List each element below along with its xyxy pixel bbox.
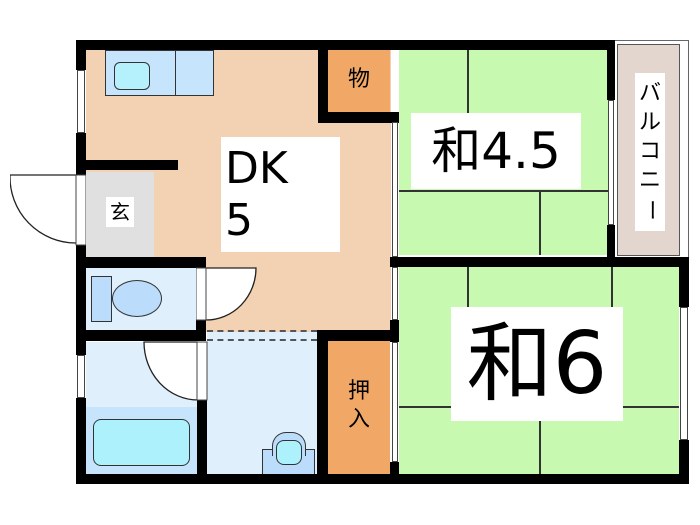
tatami-line	[467, 48, 469, 118]
oshiire-label: 押 入	[330, 372, 388, 440]
kitchen-counter-divider	[175, 50, 176, 96]
wall-outer-left	[76, 40, 86, 70]
entrance-door-swing-icon[interactable]	[10, 173, 86, 248]
wall-outer-top	[76, 40, 613, 50]
oshiire-label-line1: 押	[347, 379, 370, 404]
toilet-bowl-icon	[112, 280, 162, 317]
wall-oshiire	[317, 330, 328, 484]
wall-between-washitsu	[390, 257, 689, 267]
wall-balcony	[607, 225, 615, 265]
wall-toilet	[76, 257, 206, 268]
window-kitchen[interactable]	[77, 70, 85, 133]
toilet-tank-icon	[91, 276, 112, 322]
wall-outer-bottom	[76, 474, 689, 484]
sink-icon	[114, 62, 150, 90]
wall-dk-washitsu	[390, 40, 399, 50]
storage-label: 物	[347, 67, 370, 92]
dk-label: DK 5	[221, 137, 340, 252]
wall-toilet	[196, 320, 206, 340]
balcony-label: バ ル コ ニ ー	[635, 73, 665, 231]
window-washitsu-6[interactable]	[680, 307, 688, 440]
washitsu-6-label: 和6	[451, 307, 623, 421]
dk-label-line2: 5	[225, 194, 253, 246]
tatami-line	[611, 267, 613, 312]
wall-genkan	[76, 160, 178, 170]
wall-oshiire	[317, 330, 399, 341]
wall-outer-left	[76, 398, 86, 483]
tatami-line	[467, 267, 469, 312]
tatami-line	[539, 406, 541, 474]
wall-balcony	[607, 40, 615, 100]
tatami-line	[539, 190, 541, 255]
dk-label-line1: DK	[225, 142, 288, 194]
wall-dk-washitsu	[390, 462, 399, 482]
room-storage	[328, 48, 390, 112]
window-bathroom[interactable]	[77, 355, 85, 398]
bathroom-door-swing-icon[interactable]	[142, 340, 208, 402]
oshiire-label-line2: 入	[347, 407, 370, 432]
floor-step-line	[207, 339, 317, 341]
sliding-door-dk-washitsu-6[interactable]	[392, 267, 398, 320]
wall-outer-left	[76, 245, 86, 355]
wall-outer-right	[679, 440, 689, 484]
balcony-char: ー	[638, 199, 663, 222]
balcony-char: コ	[638, 138, 661, 164]
washitsu-4-5-label: 和4.5	[411, 113, 581, 189]
sliding-door-dk-washitsu-4-5[interactable]	[392, 122, 398, 257]
room-oshiire	[328, 340, 390, 474]
balcony-char: ル	[638, 109, 661, 135]
sliding-door-oshiire[interactable]	[392, 342, 398, 462]
window-balcony-sash[interactable]	[608, 100, 614, 225]
wall-bathroom	[197, 400, 207, 484]
floor-step-line	[207, 330, 317, 332]
washbasin-bowl-icon	[276, 440, 302, 465]
balcony-char: バ	[638, 80, 661, 106]
genkan-label: 玄	[106, 197, 134, 227]
wall-toilet	[76, 330, 206, 341]
wall-outer-right	[679, 257, 689, 307]
wall-storage	[318, 40, 328, 123]
bathtub-icon	[93, 419, 190, 466]
balcony-char: ニ	[638, 168, 661, 194]
tatami-line	[399, 190, 610, 192]
toilet-door-swing-icon[interactable]	[196, 266, 258, 324]
wall-storage	[318, 112, 399, 123]
wall-outer-left	[76, 133, 86, 178]
